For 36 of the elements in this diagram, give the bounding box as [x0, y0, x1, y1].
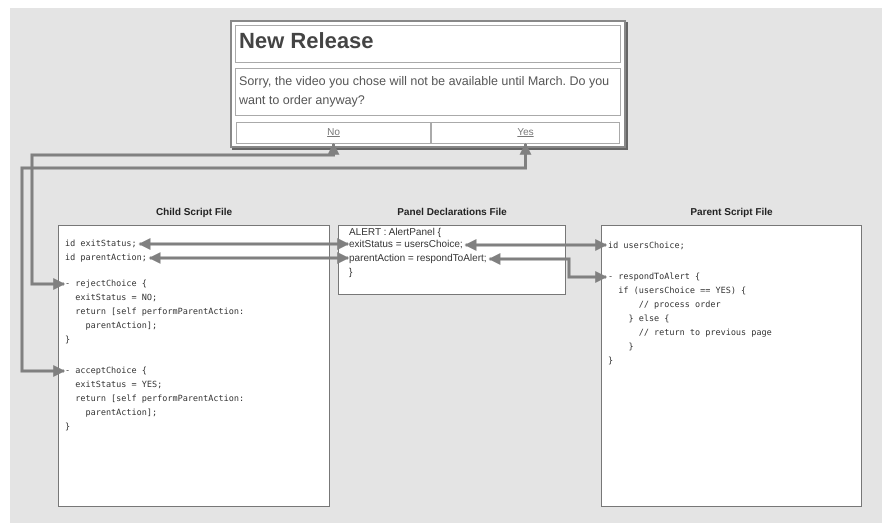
- code-line: id exitStatus;: [65, 237, 137, 251]
- code-line: ALERT : AlertPanel {: [349, 226, 441, 240]
- code-line: return [self performParentAction: parentAction];: [75, 393, 246, 420]
- code-line: parentAction = respondToAlert;: [349, 252, 487, 266]
- file-heading: Child Script File: [154, 207, 234, 218]
- code-line: id parentAction;: [65, 251, 147, 265]
- code-line: if (usersChoice == YES) {: [618, 285, 748, 298]
- code-line: }: [628, 341, 635, 354]
- arrow: [464, 239, 608, 251]
- dialog-window: [230, 20, 626, 148]
- arrow: [488, 253, 608, 283]
- code-line: }: [349, 266, 352, 280]
- code-line: id usersChoice;: [608, 239, 685, 253]
- dialog-title: New Release: [235, 25, 621, 63]
- code-line: }: [608, 355, 614, 368]
- code-line: exitStatus = usersChoice;: [349, 238, 463, 252]
- code-line: }: [65, 421, 72, 434]
- code-line: // return to previous page: [638, 327, 772, 340]
- dialog-button: Yes: [431, 122, 620, 144]
- arrow: [30, 142, 340, 290]
- code-line: return [self performParentAction: parentAction];: [75, 306, 246, 333]
- dialog-button: No: [236, 122, 431, 144]
- dialog-message: Sorry, the video you chose will not be available until March. Do you want to order anyway?: [235, 68, 621, 116]
- code-line: - acceptChoice {: [65, 365, 148, 378]
- code-line: } else {: [628, 313, 670, 326]
- code-line: // process order: [638, 299, 722, 312]
- arrow: [20, 142, 532, 377]
- arrow: [138, 238, 350, 250]
- code-line: - rejectChoice {: [65, 278, 148, 291]
- code-line: exitStatus = NO;: [75, 292, 158, 305]
- file-heading: Panel Declarations File: [396, 207, 508, 218]
- file-heading: Parent Script File: [689, 207, 774, 218]
- code-line: exitStatus = YES;: [75, 379, 164, 392]
- arrow: [148, 252, 350, 264]
- code-line: }: [65, 334, 72, 347]
- code-line: - respondToAlert {: [608, 271, 702, 284]
